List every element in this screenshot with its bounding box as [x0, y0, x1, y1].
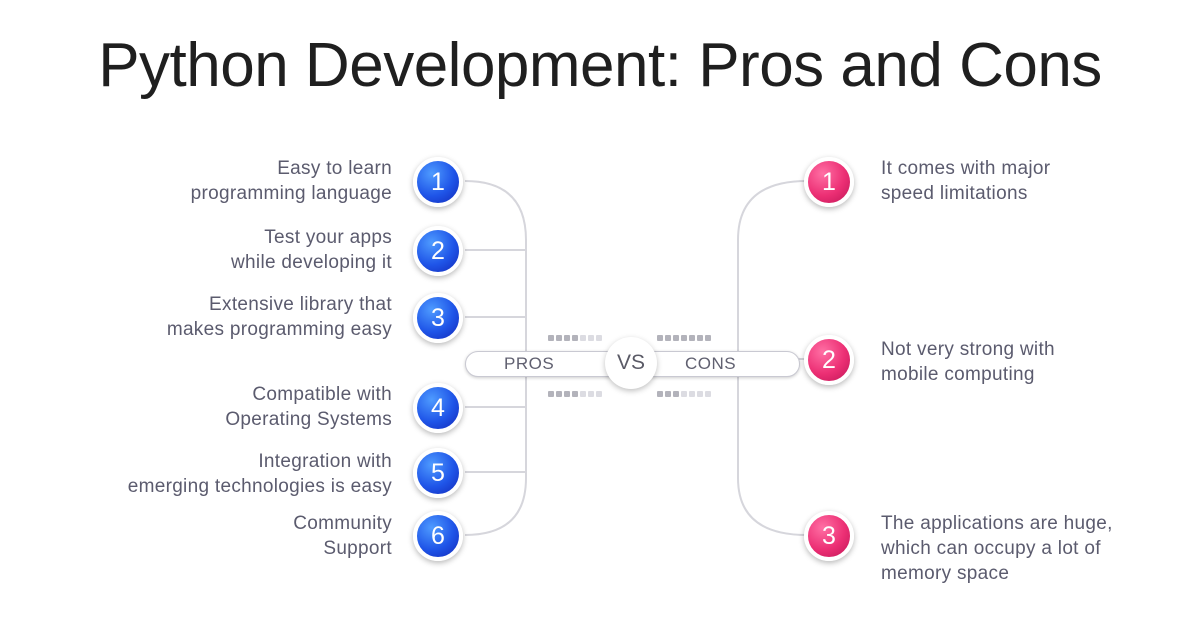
pro-number-badge-6: 6 [413, 511, 463, 561]
con-number-badge-3: 3 [804, 511, 854, 561]
dot-row-top-left [548, 335, 602, 341]
pro-number-badge-4: 4 [413, 383, 463, 433]
pro-item-1-text: Easy to learn programming language [191, 156, 392, 206]
page-title: Python Development: Pros and Cons [98, 31, 1102, 100]
pro-item-1-line-2: programming language [190, 183, 392, 204]
con-item-2-line-1: Not very strong with [881, 339, 1055, 360]
pro-item-4-text: Compatible with Operating Systems [225, 382, 392, 432]
cons-label: CONS [640, 351, 800, 377]
pro-number-badge-2: 2 [413, 226, 463, 276]
pro-item-5-line-2: emerging technologies is easy [127, 476, 392, 497]
pro-item-2-line-1: Test your apps [264, 227, 392, 248]
pro-number-badge-1: 1 [413, 157, 463, 207]
pro-item-2-line-2: while developing it [231, 252, 392, 273]
con-item-2-text: Not very strong with mobile computing [881, 337, 1055, 387]
con-item-3-line-2: which can occupy a lot of [881, 538, 1101, 559]
con-number-badge-2: 2 [804, 335, 854, 385]
pro-item-6-line-2: Support [323, 538, 392, 559]
con-item-3-line-1: The applications are huge, [881, 513, 1113, 534]
pro-number-badge-5: 5 [413, 448, 463, 498]
con-number-badge-1: 1 [804, 157, 854, 207]
dot-row-bottom-right [657, 391, 711, 397]
pro-item-3-line-1: Extensive library that [209, 294, 392, 315]
pro-item-1-line-1: Easy to learn [277, 158, 392, 179]
dot-row-top-right [657, 335, 711, 341]
con-item-2-line-2: mobile computing [881, 364, 1035, 385]
pro-item-6-line-1: Community [293, 513, 392, 534]
pro-item-5-line-1: Integration with [258, 451, 392, 472]
pro-item-5-text: Integration with emerging technologies i… [128, 449, 392, 499]
pros-label: PROS [465, 351, 627, 377]
pro-number-badge-3: 3 [413, 293, 463, 343]
pro-item-6-text: Community Support [293, 511, 392, 561]
pro-item-3-text: Extensive library that makes programming… [167, 292, 392, 342]
pro-item-4-line-1: Compatible with [252, 384, 392, 405]
con-item-1-text: It comes with major speed limitations [881, 156, 1050, 206]
vs-badge: VS [605, 337, 657, 389]
con-item-3-text: The applications are huge, which can occ… [881, 511, 1113, 586]
con-item-1-line-1: It comes with major [881, 158, 1051, 179]
pro-item-4-line-2: Operating Systems [225, 409, 392, 430]
dot-row-bottom-left [548, 391, 602, 397]
pro-item-3-line-2: makes programming easy [166, 319, 392, 340]
con-item-1-line-2: speed limitations [881, 183, 1028, 204]
pro-item-2-text: Test your apps while developing it [231, 225, 392, 275]
con-item-3-line-3: memory space [881, 563, 1010, 584]
